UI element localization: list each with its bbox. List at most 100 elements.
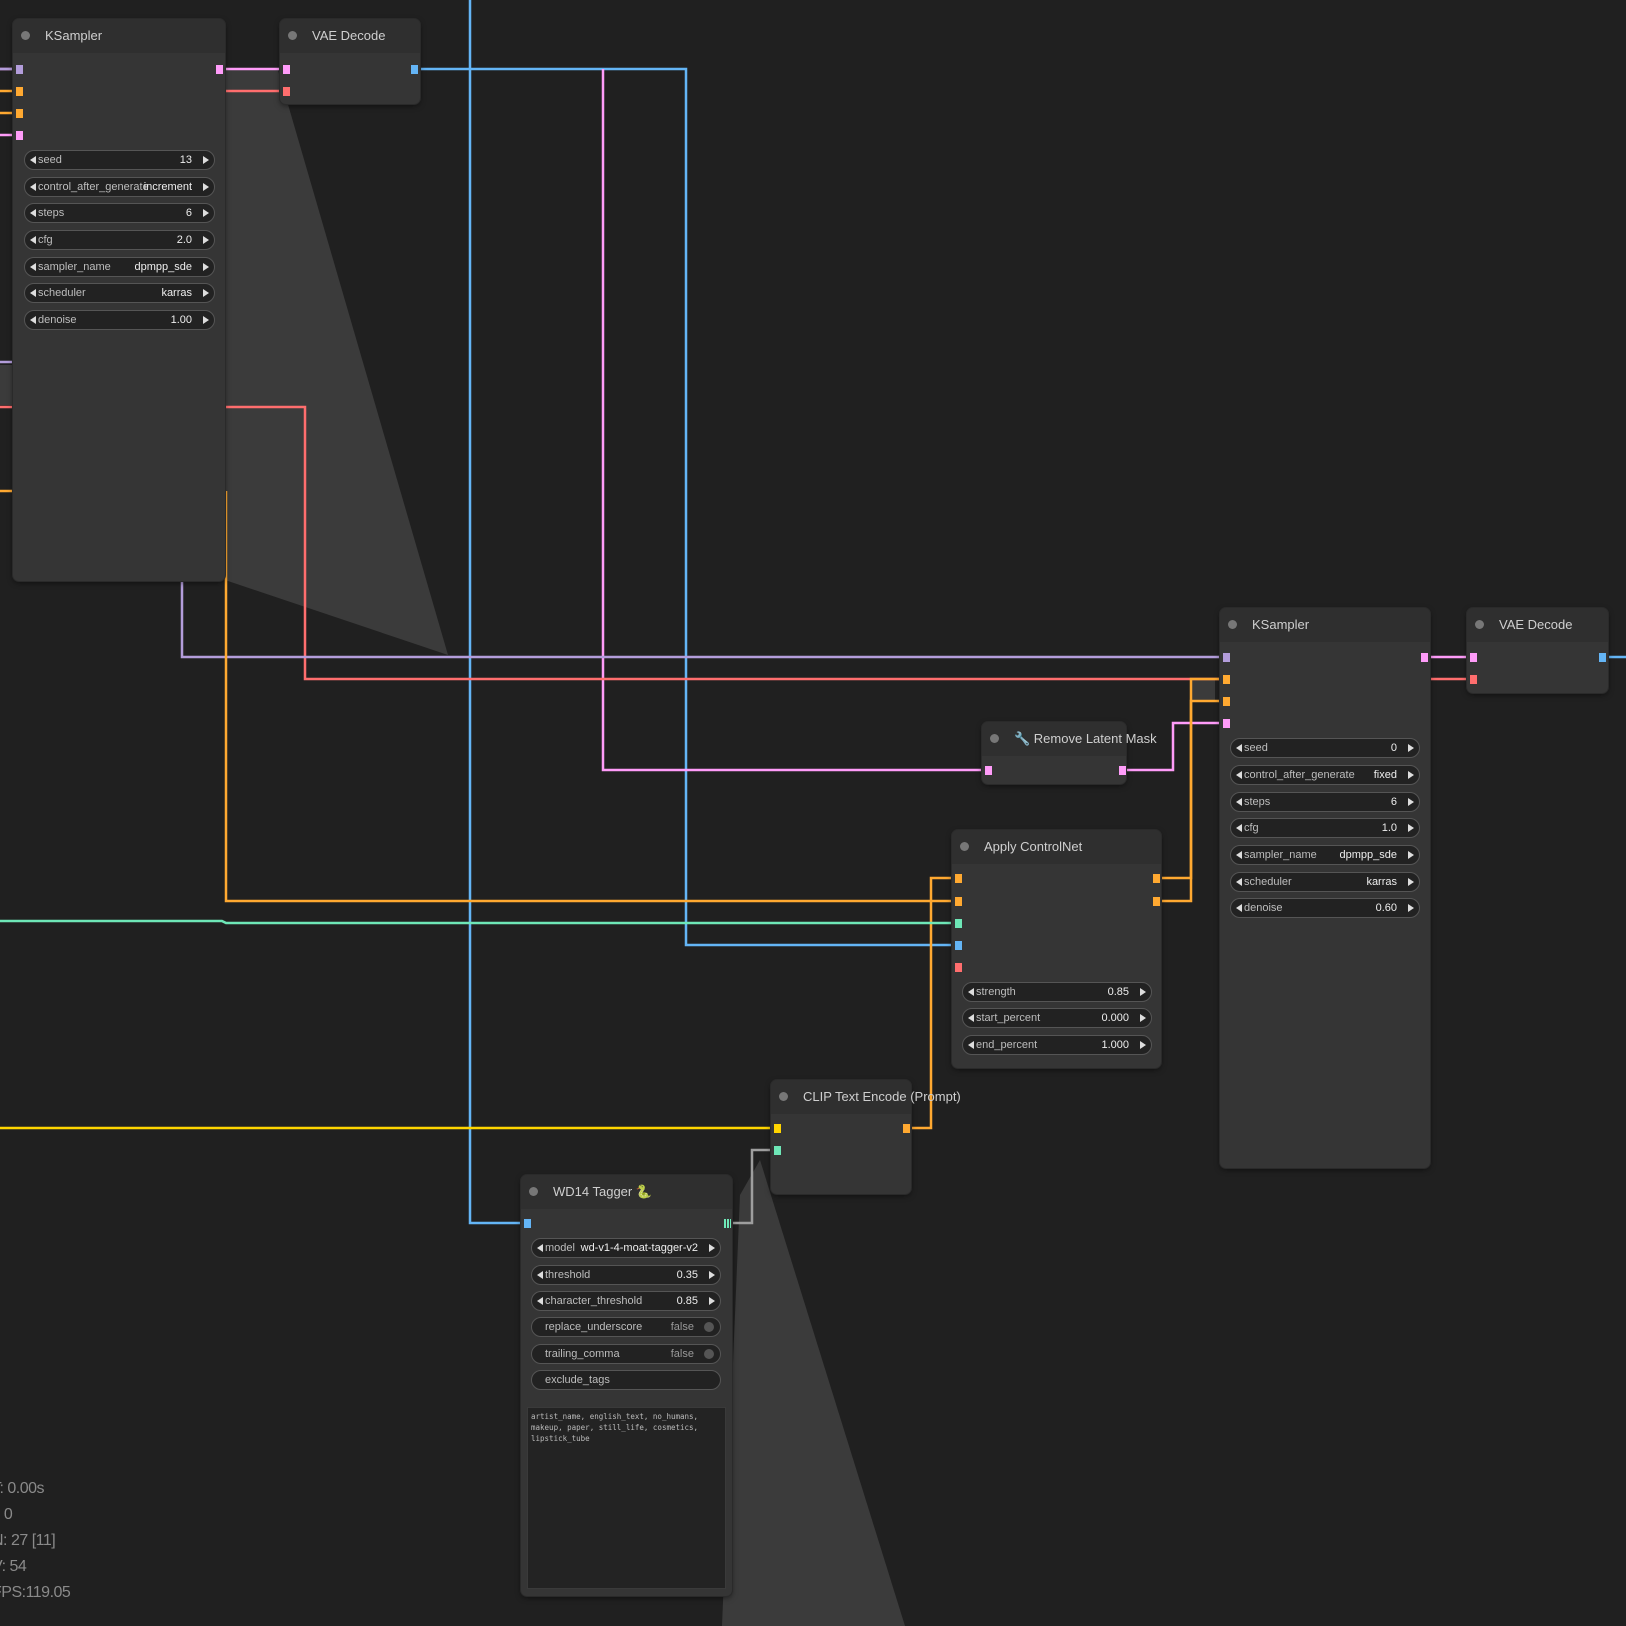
increment-arrow-icon[interactable] [1408,904,1414,912]
increment-arrow-icon[interactable] [709,1244,715,1252]
collapse-dot-icon[interactable] [288,31,297,40]
increment-arrow-icon[interactable] [203,316,209,324]
input-slot-image[interactable] [524,1219,531,1228]
remove-latent-mask-node[interactable]: 🔧 Remove Latent Mask [982,722,1157,784]
start-percent-widget[interactable]: start_percent 0.000 [962,1008,1152,1028]
increment-arrow-icon[interactable] [203,263,209,271]
output-slot-negative[interactable] [1153,897,1160,906]
increment-arrow-icon[interactable] [1408,798,1414,806]
increment-arrow-icon[interactable] [203,156,209,164]
seed-widget[interactable]: seed 13 [24,150,215,170]
cfg-widget[interactable]: cfg 2.0 [24,230,215,250]
node-title-bar[interactable]: Apply ControlNet [952,830,1161,864]
ksampler-node[interactable]: KSampler seed 0 control_after_generate f… [1220,608,1430,1168]
decrement-arrow-icon[interactable] [30,316,36,324]
model-widget[interactable]: model wd-v1-4-moat-tagger-v2 [531,1238,721,1258]
increment-arrow-icon[interactable] [1408,744,1414,752]
increment-arrow-icon[interactable] [1140,988,1146,996]
decrement-arrow-icon[interactable] [1236,824,1242,832]
increment-arrow-icon[interactable] [1408,851,1414,859]
seed-widget[interactable]: seed 0 [1230,738,1420,758]
input-slot-negative[interactable] [16,109,23,118]
node-title-bar[interactable]: KSampler [1220,608,1430,642]
decrement-arrow-icon[interactable] [1236,798,1242,806]
decrement-arrow-icon[interactable] [968,1041,974,1049]
cfg-widget[interactable]: cfg 1.0 [1230,818,1420,838]
decrement-arrow-icon[interactable] [1236,904,1242,912]
increment-arrow-icon[interactable] [709,1297,715,1305]
output-slot-latent[interactable] [216,65,223,74]
trailing-comma-toggle[interactable]: trailing_comma false [531,1344,721,1364]
input-slot-samples[interactable] [283,65,290,74]
collapse-dot-icon[interactable] [1475,620,1484,629]
end-percent-widget[interactable]: end_percent 1.000 [962,1035,1152,1055]
input-slot-model[interactable] [16,65,23,74]
output-slot-positive[interactable] [1153,874,1160,883]
sampler-name-widget[interactable]: sampler_name dpmpp_sde [1230,845,1420,865]
node-title-bar[interactable]: CLIP Text Encode (Prompt) [771,1080,961,1114]
decrement-arrow-icon[interactable] [30,183,36,191]
input-slot-vae[interactable] [1470,675,1477,684]
node-title-bar[interactable]: WD14 Tagger 🐍 [521,1175,732,1209]
input-slot-latent[interactable] [1223,719,1230,728]
increment-arrow-icon[interactable] [1408,824,1414,832]
collapse-dot-icon[interactable] [990,734,999,743]
output-list-icon[interactable] [724,1219,731,1228]
scheduler-widget[interactable]: scheduler karras [1230,872,1420,892]
input-slot-positive[interactable] [1223,675,1230,684]
input-slot-positive[interactable] [16,87,23,96]
toggle-knob-icon[interactable] [704,1322,714,1332]
input-slot-samples[interactable] [985,766,992,775]
input-slot-negative[interactable] [955,897,962,906]
decrement-arrow-icon[interactable] [1236,744,1242,752]
decrement-arrow-icon[interactable] [30,209,36,217]
output-slot-latent[interactable] [1119,766,1126,775]
exclude-tags-field[interactable]: exclude_tags [531,1370,721,1390]
decrement-arrow-icon[interactable] [1236,771,1242,779]
increment-arrow-icon[interactable] [1408,771,1414,779]
toggle-knob-icon[interactable] [704,1349,714,1359]
input-slot-model[interactable] [1223,653,1230,662]
control-after-generate-widget[interactable]: control_after_generate increment [24,177,215,197]
increment-arrow-icon[interactable] [1140,1041,1146,1049]
character-threshold-widget[interactable]: character_threshold 0.85 [531,1291,721,1311]
collapse-dot-icon[interactable] [779,1092,788,1101]
input-slot-clip[interactable] [774,1124,781,1133]
input-slot-vae[interactable] [955,963,962,972]
collapse-dot-icon[interactable] [21,31,30,40]
increment-arrow-icon[interactable] [709,1271,715,1279]
collapse-dot-icon[interactable] [529,1187,538,1196]
denoise-widget[interactable]: denoise 0.60 [1230,898,1420,918]
decrement-arrow-icon[interactable] [30,289,36,297]
node-title-bar[interactable]: VAE Decode [1467,608,1608,642]
strength-widget[interactable]: strength 0.85 [962,982,1152,1002]
increment-arrow-icon[interactable] [203,289,209,297]
steps-widget[interactable]: steps 6 [24,203,215,223]
wd14-tagger-node[interactable]: WD14 Tagger 🐍 model wd-v1-4-moat-tagger-… [521,1175,732,1596]
decrement-arrow-icon[interactable] [1236,878,1242,886]
denoise-widget[interactable]: denoise 1.00 [24,310,215,330]
decrement-arrow-icon[interactable] [537,1244,543,1252]
input-slot-latent[interactable] [16,131,23,140]
decrement-arrow-icon[interactable] [537,1297,543,1305]
input-slot-vae[interactable] [283,87,290,96]
input-slot-image[interactable] [955,941,962,950]
decrement-arrow-icon[interactable] [30,263,36,271]
node-title-bar[interactable]: KSampler [13,19,225,53]
increment-arrow-icon[interactable] [203,183,209,191]
ksampler-node[interactable]: KSampler seed 13 control_after_generate … [13,19,225,581]
decrement-arrow-icon[interactable] [537,1271,543,1279]
input-slot-control-net[interactable] [955,919,962,928]
node-title-bar[interactable]: 🔧 Remove Latent Mask [982,722,1157,756]
input-slot-samples[interactable] [1470,653,1477,662]
increment-arrow-icon[interactable] [1408,878,1414,886]
scheduler-widget[interactable]: scheduler karras [24,283,215,303]
decrement-arrow-icon[interactable] [30,156,36,164]
clip-text-encode-node[interactable]: CLIP Text Encode (Prompt) [771,1080,961,1194]
threshold-widget[interactable]: threshold 0.35 [531,1265,721,1285]
vae-decode-node[interactable]: VAE Decode [280,19,420,104]
output-slot-latent[interactable] [1421,653,1428,662]
apply-controlnet-node[interactable]: Apply ControlNet strength 0.85 start_per… [952,830,1161,1068]
output-slot-conditioning[interactable] [903,1124,910,1133]
input-slot-positive[interactable] [955,874,962,883]
